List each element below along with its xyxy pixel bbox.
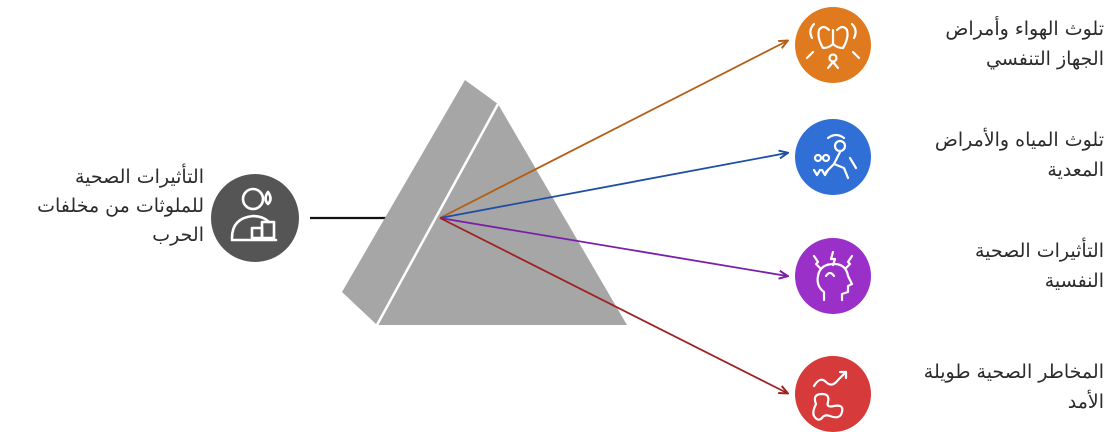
output-rays <box>439 41 787 393</box>
source-node <box>211 174 299 262</box>
output-label-water-pollution: تلوث المياه والأمراض المعدية <box>876 125 1104 185</box>
output-label-line: المعدية <box>1047 159 1104 181</box>
output-label-line: الجهاز التنفسي <box>985 48 1104 70</box>
person-water-drop-icon <box>230 187 278 242</box>
head-stress-icon <box>812 250 854 302</box>
output-node-2 <box>795 238 871 314</box>
ray-long-term-risks <box>439 217 787 393</box>
lungs-icon <box>805 22 861 70</box>
output-label-line: النفسية <box>1044 270 1104 292</box>
output-label-line: التأثيرات الصحية <box>974 240 1104 262</box>
output-label-air-pollution: تلوث الهواء وأمراض الجهاز التنفسي <box>876 14 1104 74</box>
source-label-line: للملوثات من مخلفات <box>37 195 204 217</box>
prism-edge <box>375 103 500 326</box>
output-label-line: المخاطر الصحية طويلة <box>923 361 1104 383</box>
source-label-line: الحرب <box>152 224 204 246</box>
output-circle-3 <box>795 356 871 432</box>
output-circle-1 <box>795 119 871 195</box>
source-label-line: التأثيرات الصحية <box>74 166 204 188</box>
source-circle <box>211 174 299 262</box>
person-water-icon <box>812 133 858 180</box>
prism-body <box>377 104 627 325</box>
ray-psychological <box>439 217 787 276</box>
ray-air-pollution <box>439 41 787 219</box>
source-label: التأثيرات الصحية للملوثات من مخلفات الحر… <box>8 163 204 250</box>
output-node-3 <box>795 356 871 432</box>
output-label-line: تلوث المياه والأمراض <box>934 129 1104 151</box>
output-label-line: تلوث الهواء وأمراض <box>945 18 1104 40</box>
output-label-psychological: التأثيرات الصحية النفسية <box>876 236 1104 296</box>
output-node-1 <box>795 119 871 195</box>
output-label-long-term-risks: المخاطر الصحية طويلة الأمد <box>876 357 1104 417</box>
trend-chart-icon <box>812 370 848 421</box>
prism-face <box>342 80 498 325</box>
output-label-line: الأمد <box>1067 391 1104 413</box>
prism <box>342 80 627 326</box>
output-node-0 <box>795 7 871 83</box>
ray-water-pollution <box>439 153 787 219</box>
